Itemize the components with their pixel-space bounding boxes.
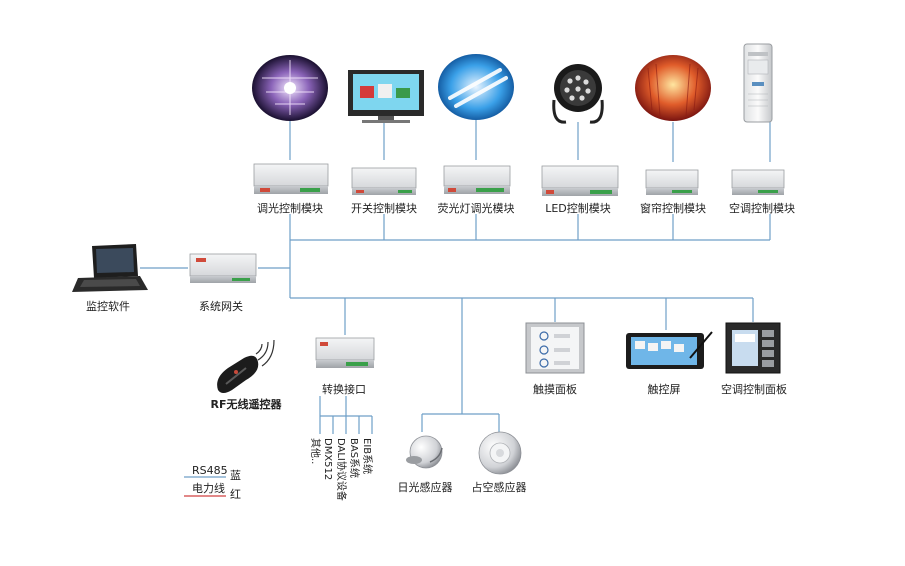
module-switch	[351, 167, 417, 195]
legend: RS485 蓝 电力线 红	[184, 464, 241, 501]
rs485-wiring	[140, 118, 771, 434]
monitor-software-label: 监控软件	[86, 299, 130, 313]
chandelier-icon	[252, 55, 328, 121]
branch-label-bas: BAS系统	[348, 438, 361, 478]
gateway-label: 系统网关	[199, 299, 243, 313]
interface-label: 转换接口	[322, 382, 366, 396]
touch-screen-icon	[626, 331, 713, 369]
laptop-icon	[72, 244, 148, 292]
module-dimming	[253, 163, 329, 194]
rf-remote-label: RF无线遥控器	[211, 397, 283, 411]
module-dimming-label: 调光控制模块	[257, 201, 323, 215]
curtain-icon	[635, 55, 711, 121]
branch-label-dmx512: DMX512	[322, 438, 333, 480]
led-floodlight-icon	[552, 64, 604, 124]
module-aircon	[731, 169, 785, 195]
legend-power-meaning: 红	[230, 488, 241, 501]
gateway-device	[189, 253, 257, 283]
branch-label-other: 其他..	[309, 438, 322, 464]
interface-module	[315, 337, 375, 368]
branch-label-eib: EIB系统	[361, 438, 374, 474]
module-aircon-label: 空调控制模块	[729, 201, 795, 215]
module-led	[541, 165, 619, 196]
daylight-sensor-label: 日光感应器	[398, 480, 453, 494]
touch-panel-icon	[525, 322, 585, 374]
rf-signal-waves-icon	[255, 339, 275, 367]
occupancy-sensor-icon	[478, 431, 522, 475]
fluorescent-lamp-icon	[438, 54, 514, 120]
branch-label-dali: DALI协议设备	[335, 438, 348, 501]
air-conditioner-icon	[743, 43, 773, 123]
module-fluorescent	[443, 165, 511, 194]
ac-control-panel-icon	[725, 322, 781, 374]
occupancy-sensor-label: 占空感应器	[472, 480, 527, 494]
rf-remote-icon	[217, 355, 259, 393]
tv-icon	[348, 70, 424, 123]
ac-control-panel-label: 空调控制面板	[721, 382, 787, 396]
module-curtain	[645, 169, 699, 195]
touch-panel-label: 触摸面板	[533, 382, 577, 396]
daylight-sensor-icon	[406, 435, 443, 469]
legend-rs485-name: RS485	[192, 464, 228, 477]
module-switch-label: 开关控制模块	[351, 201, 417, 215]
module-fluorescent-label: 荧光灯调光模块	[438, 201, 515, 215]
legend-power-name: 电力线	[192, 481, 225, 495]
legend-rs485-meaning: 蓝	[230, 469, 241, 482]
module-led-label: LED控制模块	[545, 201, 611, 215]
touch-screen-label: 触控屏	[648, 382, 681, 396]
module-curtain-label: 窗帘控制模块	[640, 201, 706, 215]
